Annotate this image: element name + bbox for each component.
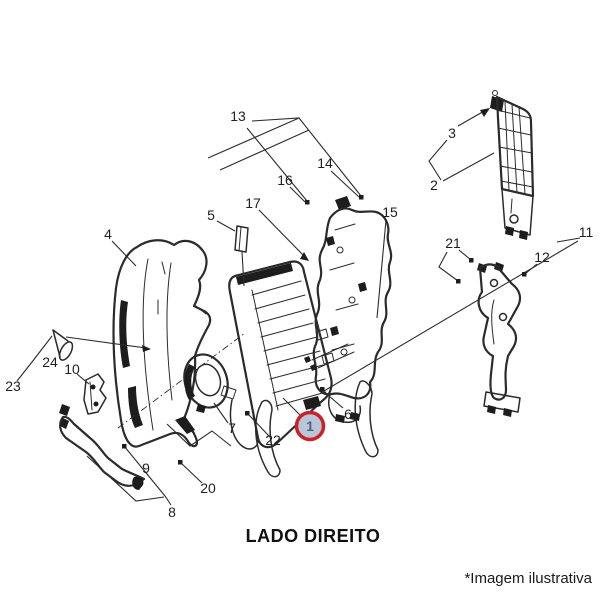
callout-15: 15 (382, 204, 398, 220)
callout-20: 20 (200, 480, 216, 496)
callout-22: 22 (265, 432, 281, 448)
callout-5: 5 (207, 207, 215, 223)
callout-13: 13 (230, 108, 246, 124)
leader-markers (122, 108, 527, 465)
callout-10: 10 (64, 361, 80, 377)
part-mesh-guard (490, 90, 535, 240)
callout-23: 23 (5, 378, 21, 394)
callout-14: 14 (317, 155, 333, 171)
highlight-label: 1 (306, 418, 314, 434)
callout-9: 9 (142, 460, 150, 476)
part-center-bracket (304, 196, 393, 424)
callout-12: 12 (534, 249, 550, 265)
callout-labels: 13 14 16 17 15 5 3 2 4 21 11 12 24 23 10… (5, 108, 593, 520)
callout-2: 2 (430, 177, 438, 193)
diagram-footnote: *Imagem ilustrativa (464, 570, 592, 587)
callout-8: 8 (168, 504, 176, 520)
callout-21: 21 (445, 235, 461, 251)
diagram-caption: LADO DIREITO (246, 526, 381, 546)
callout-16: 16 (277, 172, 293, 188)
part-support-bracket (477, 262, 522, 417)
part-side-panel (112, 239, 212, 448)
leader-lines (16, 109, 581, 506)
callout-7: 7 (228, 420, 236, 436)
part-clip (234, 225, 249, 287)
part-cone (52, 329, 74, 361)
part-lamp-assembly (228, 260, 335, 450)
callout-24: 24 (42, 354, 58, 370)
callout-4: 4 (104, 226, 112, 242)
highlighted-callout-1[interactable]: 1 (294, 410, 326, 442)
part-small-bracket (83, 373, 107, 415)
highlight-ring[interactable] (294, 410, 326, 442)
part-grommet (183, 353, 237, 413)
callout-11: 11 (579, 224, 594, 240)
callout-3: 3 (448, 125, 456, 141)
callout-17: 17 (245, 195, 261, 211)
callout-6: 6 (344, 406, 352, 422)
part-molding-strip (59, 404, 146, 490)
